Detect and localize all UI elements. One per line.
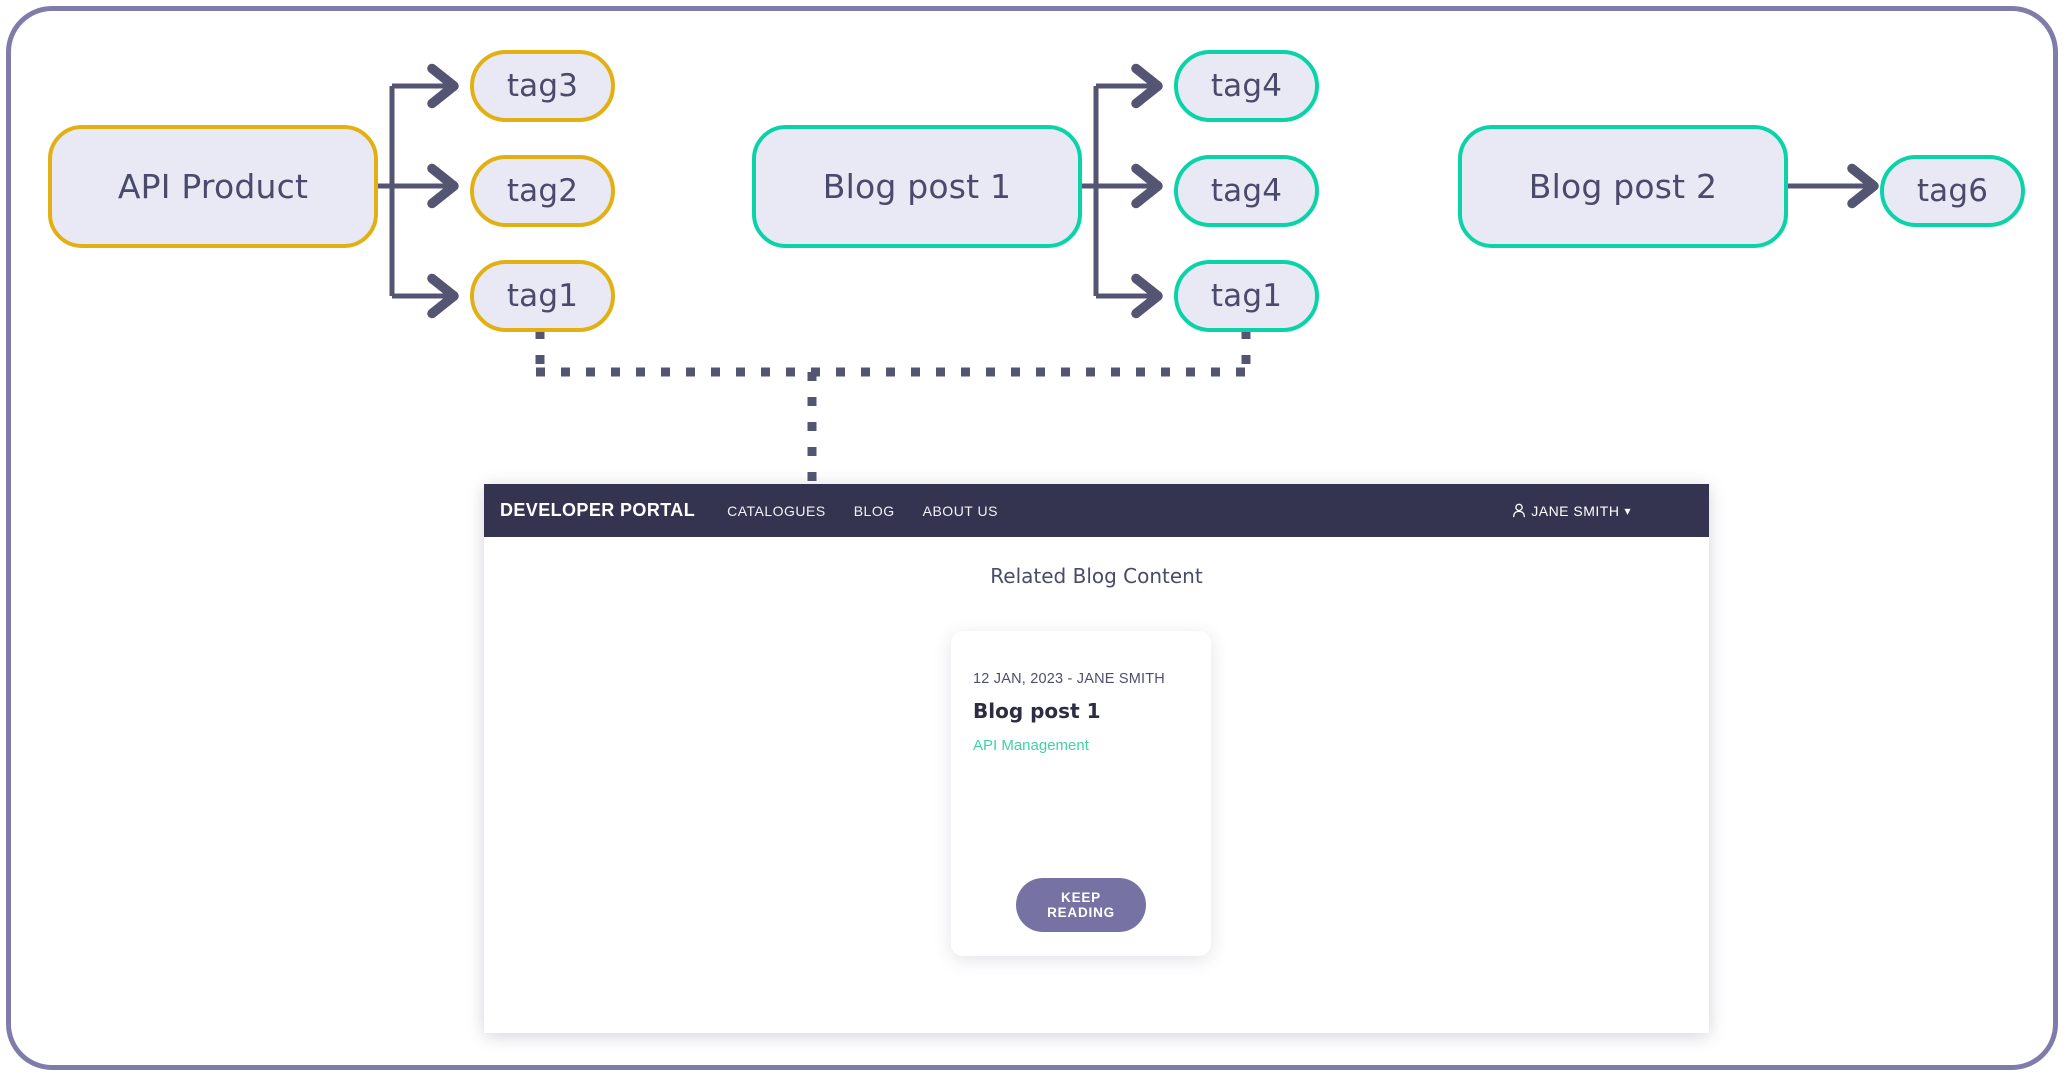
user-menu[interactable]: JANE SMITH ▾: [1512, 503, 1631, 519]
node-tag2-gold[interactable]: tag2: [470, 155, 615, 227]
portal-brand[interactable]: DEVELOPER PORTAL: [500, 500, 696, 520]
chevron-down-icon: ▾: [1624, 503, 1631, 518]
portal-header: DEVELOPER PORTAL CATALOGUES BLOG ABOUT U…: [484, 484, 1709, 537]
node-label: tag4: [1210, 68, 1283, 104]
user-name: JANE SMITH: [1531, 502, 1620, 519]
node-tag4-teal-a[interactable]: tag4: [1174, 50, 1319, 122]
node-label: tag6: [1916, 173, 1989, 209]
node-tag1-teal[interactable]: tag1: [1174, 260, 1319, 332]
node-tag4-teal-b[interactable]: tag4: [1174, 155, 1319, 227]
nav-item-blog[interactable]: BLOG: [853, 502, 895, 519]
card-title: Blog post 1: [973, 699, 1101, 723]
node-blog-post-1[interactable]: Blog post 1: [752, 125, 1082, 248]
node-api-product[interactable]: API Product: [48, 125, 378, 248]
portal-nav: CATALOGUES BLOG ABOUT US: [727, 503, 998, 519]
user-icon: [1513, 503, 1526, 518]
keep-reading-button[interactable]: KEEP READING: [1016, 878, 1146, 932]
blog-card[interactable]: 12 JAN, 2023 - JANE SMITH Blog post 1 AP…: [951, 631, 1211, 956]
node-label: tag1: [506, 278, 579, 314]
node-tag6-teal[interactable]: tag6: [1880, 155, 2025, 227]
node-label: tag1: [1210, 278, 1283, 314]
node-label: tag3: [506, 68, 579, 104]
card-meta: 12 JAN, 2023 - JANE SMITH: [973, 671, 1165, 687]
node-label: API Product: [117, 167, 309, 206]
node-label: Blog post 1: [822, 167, 1012, 206]
card-tag-link[interactable]: API Management: [973, 737, 1089, 754]
node-label: Blog post 2: [1528, 167, 1718, 206]
node-label: tag2: [506, 173, 579, 209]
related-blog-heading: Related Blog Content: [990, 564, 1203, 588]
node-label: tag4: [1210, 173, 1283, 209]
node-tag3-gold[interactable]: tag3: [470, 50, 615, 122]
nav-item-catalogues[interactable]: CATALOGUES: [727, 502, 826, 519]
developer-portal-panel: DEVELOPER PORTAL CATALOGUES BLOG ABOUT U…: [484, 484, 1709, 1033]
nav-item-about-us[interactable]: ABOUT US: [922, 502, 998, 519]
node-tag1-gold[interactable]: tag1: [470, 260, 615, 332]
portal-body: Related Blog Content 12 JAN, 2023 - JANE…: [484, 537, 1709, 1033]
node-blog-post-2[interactable]: Blog post 2: [1458, 125, 1788, 248]
